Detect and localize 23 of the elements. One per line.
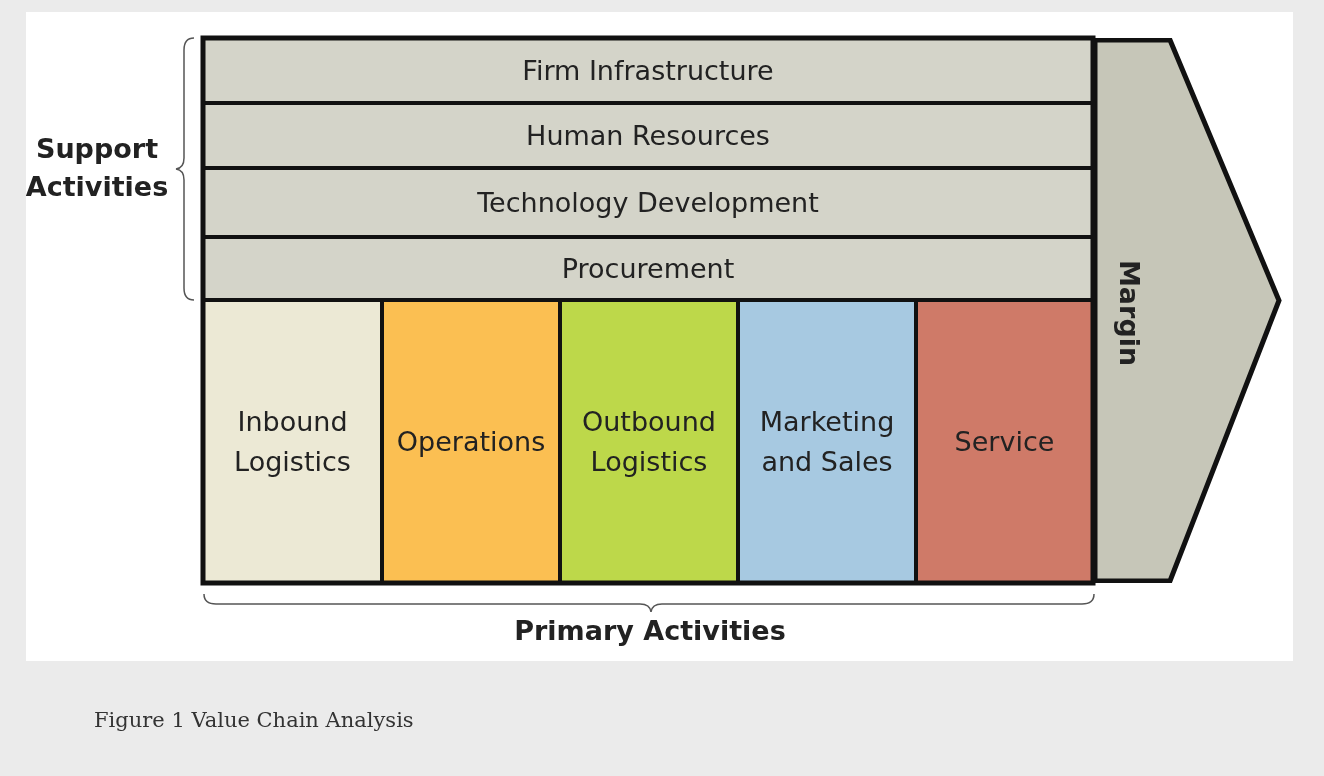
activity-name: Outbound Logistics [581,405,717,479]
activity-name: Procurement [561,251,735,286]
activity-column [382,300,560,583]
activity-name: Firm Infrastructure [522,53,774,88]
activity-column [203,300,382,583]
support-band [203,168,1093,237]
activity-name: Technology Development [477,185,819,220]
activity-name: Service [953,424,1056,459]
caption: Figure 1 Value Chain Analysis [94,708,414,732]
support-band [203,103,1093,168]
activity-name: Marketing and Sales [758,405,896,479]
activity-name: Inbound Logistics [233,405,352,479]
support-band [203,38,1093,103]
activity-column [738,300,916,583]
group-label: Support Activities [24,132,170,204]
margin-arrow [1093,38,1285,583]
support-band [203,237,1093,300]
activity-name: Operations [395,424,547,459]
activity-column [560,300,738,583]
group-label: Primary Activities [513,614,787,648]
activity-name: Margin [1113,260,1146,367]
activity-name: Human Resources [526,118,770,153]
activity-column [916,300,1093,583]
